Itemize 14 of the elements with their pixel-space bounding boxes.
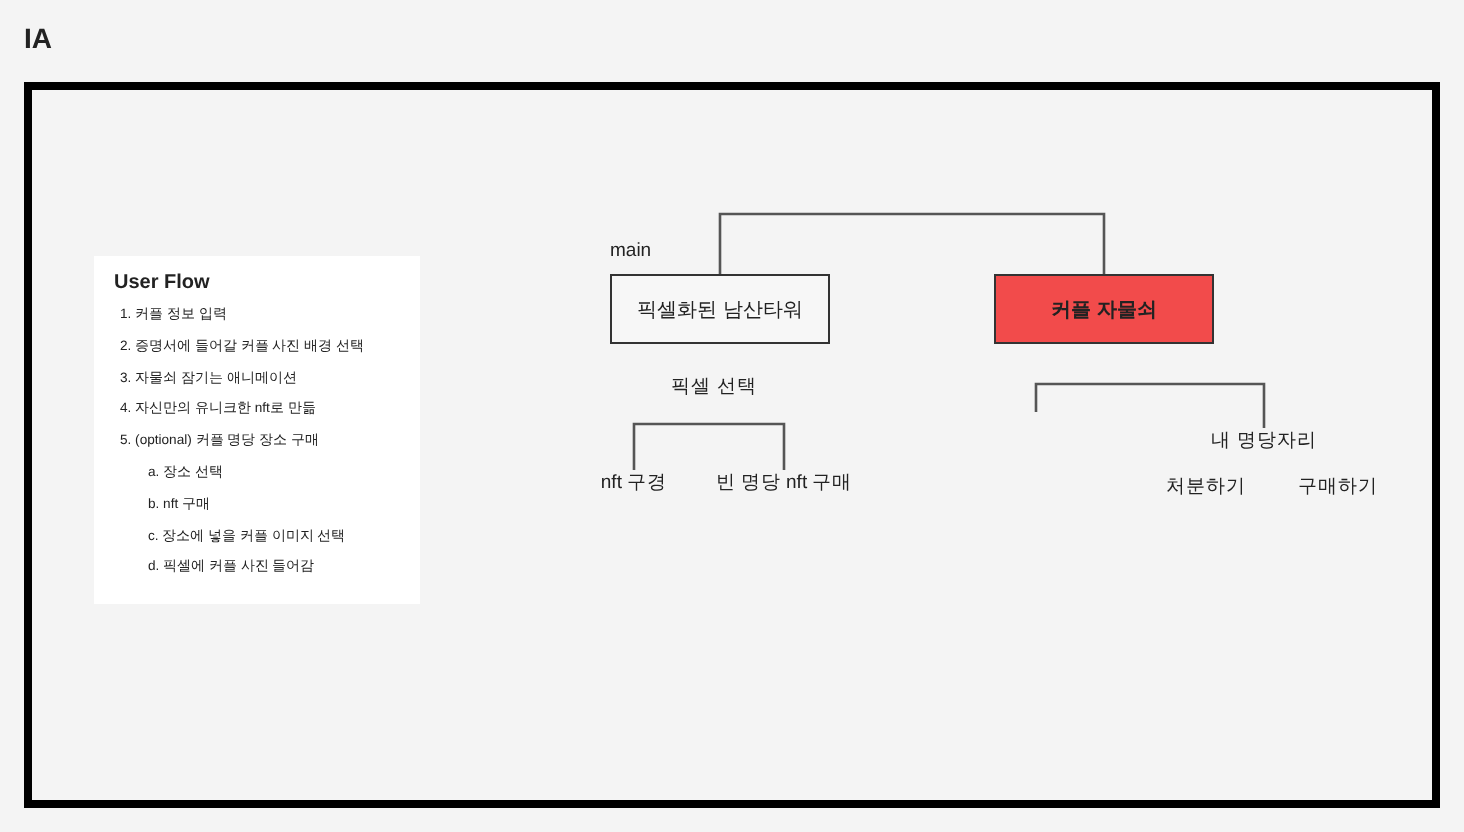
process-box: 픽셀화된 남산타워 [610, 274, 830, 344]
tree-item: nft 구경 [584, 470, 684, 498]
tree-item: 내 명당자리 [1200, 428, 1328, 456]
process-box: 커플 자물쇠 [994, 274, 1214, 344]
tree-label: 구매하기 [1296, 474, 1380, 502]
tree-label: 픽셀 선택 [669, 374, 759, 402]
page-title: IA [24, 22, 52, 54]
connector-line [1034, 382, 1266, 428]
tree-label: 처분하기 [1164, 474, 1248, 502]
card-heading: User Flow [114, 272, 212, 294]
connector-line [718, 212, 1106, 274]
tree-item: 빈 명당 nft 구매 [704, 470, 864, 498]
box-caption: main [610, 240, 652, 262]
connector-line [632, 422, 786, 470]
